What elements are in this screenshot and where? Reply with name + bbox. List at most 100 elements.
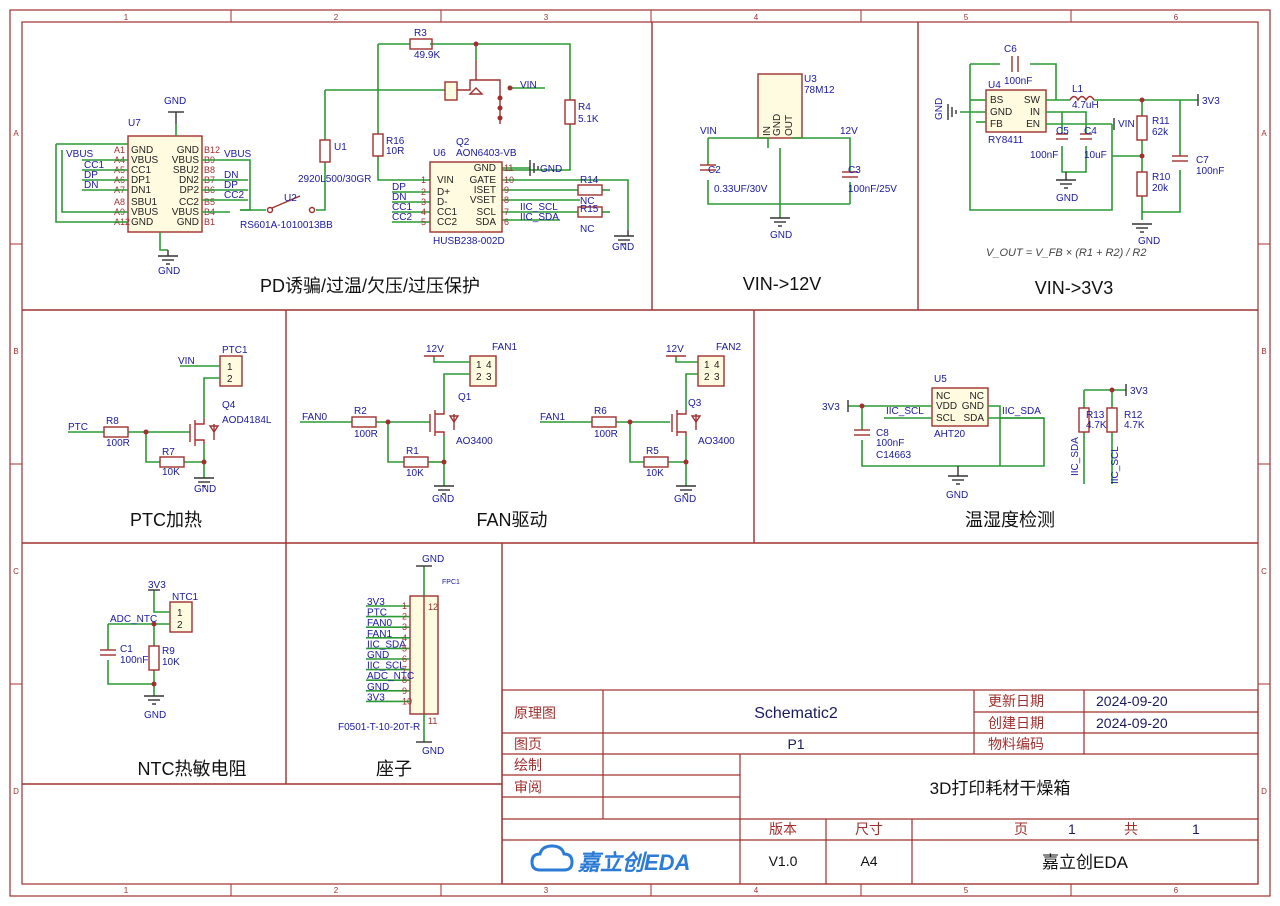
vin33-gnd-left: GND <box>934 98 945 120</box>
u4-left-pin-label: FB <box>990 119 1003 130</box>
vin33-3v3-label: 3V3 <box>1202 96 1220 107</box>
fan1-gnd-label: GND <box>432 494 454 505</box>
pd-circuit: U7 GND GND GNDA1VBUSA4CC1A5DP1A6DN1A7SBU… <box>55 28 634 277</box>
ntc-gnd-label: GND <box>144 710 166 721</box>
r3-ref: R3 <box>414 28 427 39</box>
u5-right-pin-label: GND <box>962 401 984 412</box>
logo-text: 嘉立创EDA <box>577 850 690 875</box>
net-iic-scl-u6: IIC_SCL <box>520 202 558 213</box>
r7-val: 10K <box>162 467 180 478</box>
grid-col-2-top: 2 <box>334 13 339 22</box>
svg-text:11: 11 <box>428 716 437 726</box>
vin33-gnd-r10: GND <box>1138 236 1160 247</box>
fan0-net-label: FAN0 <box>302 412 327 423</box>
conn-gnd-top: GND <box>422 554 444 565</box>
r15-ref: R15 <box>580 204 599 215</box>
conn-net-label: 3V3 <box>367 692 385 703</box>
svg-text:1: 1 <box>227 362 233 373</box>
conn-net-label: FAN0 <box>367 618 392 629</box>
r14-nc: NC <box>580 196 594 207</box>
u6-left-pin-label: D+ <box>437 187 450 198</box>
u1-ref: U1 <box>334 142 347 153</box>
net-cc1-left: CC1 <box>84 160 104 171</box>
u6-right-pin-number: 11 <box>504 163 513 173</box>
u6-ref: U6 <box>433 148 446 159</box>
c7-ref: C7 <box>1196 155 1209 166</box>
fpc1-ref: FPC1 <box>442 579 460 586</box>
svg-text:3: 3 <box>486 372 492 383</box>
u7-gnd-bottom-label: GND <box>158 266 180 277</box>
section-title-pd: PD诱骗/过温/欠压/过压保护 <box>260 276 480 296</box>
net-cc2-u6: CC2 <box>392 212 412 223</box>
fan-circuit: FAN1 12V FAN0 R2 100R R1 10K Q1 AO3400 G… <box>300 342 741 505</box>
u3-pin-label: IN <box>762 126 773 136</box>
grid-row-C-right: C <box>1261 567 1267 576</box>
tb-size-label: 尺寸 <box>855 821 883 837</box>
u7-right-pin-label: CC2 <box>179 197 199 208</box>
conn-pin-number: 1 <box>402 601 407 611</box>
ptc1-ref: PTC1 <box>222 345 248 356</box>
u3-ref: U3 <box>804 74 817 85</box>
vin33-vin-label: VIN <box>1118 119 1135 130</box>
q2-vin-label: VIN <box>520 80 537 91</box>
net-dn-u6: DN <box>392 192 406 203</box>
net-vbus-right: VBUS <box>224 149 252 160</box>
section-title-ntc: NTC热敏电阻 <box>138 759 247 779</box>
l1-ref: L1 <box>1072 84 1084 95</box>
c7-val: 100nF <box>1196 166 1224 177</box>
u7-left-pin-number: A8 <box>114 197 125 207</box>
net-cc1-u6: CC1 <box>392 202 412 213</box>
section-title-ptc: PTC加热 <box>130 510 202 530</box>
grid-col-1-bottom: 1 <box>124 886 129 895</box>
tb-total-word: 共 <box>1124 821 1138 837</box>
grid-col-4-top: 4 <box>754 13 759 22</box>
fan1-12v-label: 12V <box>426 344 444 355</box>
c5-ref: C5 <box>1056 126 1069 137</box>
q3-ref: Q3 <box>688 398 702 409</box>
u6-left-pin-number: 2 <box>421 187 426 197</box>
u6-right-pin-label: SCL <box>477 207 497 218</box>
svg-text:12: 12 <box>428 602 438 612</box>
u7-right-pin-number: B8 <box>204 165 215 175</box>
section-title-conn: 座子 <box>376 759 412 779</box>
u7-left-pin-label: DN1 <box>131 185 151 196</box>
grid-row-D-right: D <box>1261 787 1267 796</box>
conn-net-label: PTC <box>367 608 387 619</box>
c5-val: 100nF <box>1030 150 1058 161</box>
grid-row-D-left: D <box>13 787 19 796</box>
temp-iic-scl-vert: IIC_SCL <box>1110 446 1121 484</box>
ptc-circuit: PTC1 12 VIN PTC R8 100R R7 10K Q4 AOD418… <box>68 345 272 495</box>
conn-net-label: GND <box>367 650 389 661</box>
c3-val: 100nF/25V <box>848 184 897 195</box>
u7-left-pin-label: VBUS <box>131 207 159 218</box>
c4-ref: C4 <box>1084 126 1097 137</box>
grid-col-4-bottom: 4 <box>754 886 759 895</box>
u4-part: RY8411 <box>988 135 1024 146</box>
conn-pin-number: 6 <box>402 654 407 664</box>
svg-text:4: 4 <box>714 360 720 371</box>
svg-text:3: 3 <box>714 372 720 383</box>
r9-val: 10K <box>162 657 180 668</box>
u4-left-pin-label: BS <box>990 95 1004 106</box>
u6-right-pin-label: GATE <box>470 175 497 186</box>
u4-right-pin-label: SW <box>1024 95 1041 106</box>
u7-right-pin-number: B5 <box>204 197 215 207</box>
q4-ref: Q4 <box>222 400 236 411</box>
u6-left-pin-number: 1 <box>421 175 426 185</box>
u7-right-pin-label: VBUS <box>172 155 200 166</box>
c2-ref: C2 <box>708 165 721 176</box>
conn-net-label: ADC_NTC <box>367 671 414 682</box>
l1-val: 4.7uH <box>1072 100 1099 111</box>
tb-size-value: A4 <box>860 853 877 869</box>
u7-left-pin-label: GND <box>131 145 153 156</box>
vin12-gnd-label: GND <box>770 230 792 241</box>
r10-val: 20k <box>1152 183 1169 194</box>
grid-col-5-top: 5 <box>964 13 969 22</box>
section-title-vin33: VIN->3V3 <box>1035 278 1114 298</box>
tb-created-label: 创建日期 <box>988 715 1044 731</box>
temp-3v3-left: 3V3 <box>822 402 840 413</box>
u3-regulator <box>757 73 803 139</box>
c4-val: 10uF <box>1084 150 1107 161</box>
